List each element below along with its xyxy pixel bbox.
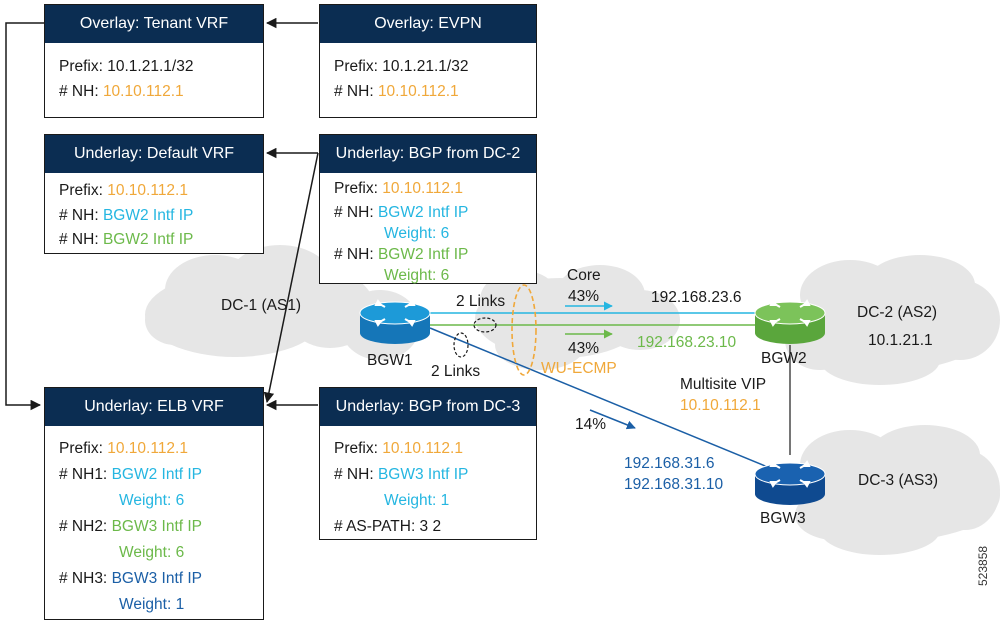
nh1-label: # NH: — [334, 203, 374, 221]
nh2-value: BGW2 Intf IP — [102, 231, 194, 248]
nh-label: # NH: — [59, 82, 99, 100]
box-elb-vrf: Underlay: ELB VRF Prefix: 10.10.112.1 # … — [44, 387, 264, 620]
ip-192-168-23-6: 192.168.23.6 — [651, 289, 742, 306]
multisite-vip-label: Multisite VIP — [680, 376, 767, 393]
nh-weight: Weight: 1 — [384, 492, 450, 509]
links-group-top — [473, 317, 497, 333]
nh1-weight: Weight: 6 — [384, 224, 450, 242]
box-bgp-dc2: Underlay: BGP from DC-2 Prefix: 10.10.11… — [319, 134, 537, 284]
links-group-bottom — [453, 332, 469, 358]
pct-top-label: 43% — [568, 288, 600, 305]
box-evpn: Overlay: EVPN Prefix: 10.1.21.1/32 # NH:… — [319, 4, 537, 118]
dc3-label: DC-3 (AS3) — [858, 472, 939, 489]
bgw3-label: BGW3 — [760, 510, 806, 527]
dc2-prefix: 10.1.21.1 — [868, 332, 933, 349]
box-title: Overlay: Tenant VRF — [45, 5, 263, 43]
prefix-label: Prefix: — [59, 440, 103, 457]
router-bgw2-icon — [754, 299, 826, 344]
box-title: Overlay: EVPN — [320, 5, 536, 43]
nh-label: # NH: — [334, 82, 374, 100]
ip-192-168-23-10: 192.168.23.10 — [637, 334, 737, 351]
aspath: # AS-PATH: 3 2 — [334, 518, 442, 535]
nh3-weight: Weight: 1 — [119, 596, 185, 613]
wu-ecmp-label: WU-ECMP — [541, 360, 617, 377]
prefix-value: 10.10.112.1 — [107, 440, 188, 457]
prefix-value: 10.1.21.1/32 — [107, 58, 194, 75]
cloud-dc1 — [145, 245, 420, 360]
wu-ecmp-group — [511, 284, 537, 376]
box-title: Underlay: Default VRF — [45, 135, 263, 173]
nh1-value: BGW2 Intf IP — [111, 466, 203, 483]
nh2-value: BGW2 Intf IP — [377, 245, 469, 263]
cloud-dc3 — [795, 425, 1000, 555]
nh-value: BGW3 Intf IP — [377, 466, 469, 483]
box-title: Underlay: BGP from DC-3 — [320, 388, 536, 426]
prefix-value: 10.10.112.1 — [382, 440, 463, 457]
pct-mid-label: 43% — [568, 340, 600, 357]
nh2-weight: Weight: 6 — [384, 266, 450, 284]
core-label: Core — [567, 267, 601, 284]
ip-192-168-31-6: 192.168.31.6 — [624, 455, 715, 472]
nh2-label: # NH2: — [59, 518, 108, 535]
dc2-label: DC-2 (AS2) — [857, 304, 938, 321]
nh1-weight: Weight: 6 — [119, 492, 185, 509]
prefix-label: Prefix: — [59, 182, 103, 199]
prefix-label: Prefix: — [334, 180, 378, 197]
box-title: Underlay: BGP from DC-2 — [320, 135, 536, 173]
dc1-label: DC-1 (AS1) — [221, 297, 302, 314]
prefix-value: 10.1.21.1/32 — [382, 58, 469, 75]
router-bgw1-icon — [359, 299, 431, 344]
nh-label: # NH: — [334, 466, 374, 483]
bgw2-label: BGW2 — [761, 350, 807, 367]
prefix-label: Prefix: — [334, 440, 378, 457]
nh1-label: # NH1: — [59, 466, 108, 483]
links-bottom-label: 2 Links — [431, 363, 481, 380]
prefix-value: 10.10.112.1 — [382, 180, 463, 197]
ip-192-168-31-10: 192.168.31.10 — [624, 476, 724, 493]
link-bgw1-bgw3 — [429, 327, 771, 469]
nh1-value: BGW2 Intf IP — [102, 206, 194, 224]
nh-value: 10.10.112.1 — [102, 82, 184, 100]
figure-id: 523858 — [976, 545, 990, 586]
nh3-value: BGW3 Intf IP — [111, 570, 203, 587]
box-tenant-vrf: Overlay: Tenant VRF Prefix: 10.1.21.1/32… — [44, 4, 264, 118]
nh2-label: # NH: — [59, 231, 99, 248]
cloud-dc2 — [785, 255, 1000, 385]
nh2-label: # NH: — [334, 245, 374, 263]
router-bgw3-icon — [754, 460, 826, 505]
box-title: Underlay: ELB VRF — [45, 388, 263, 426]
pct-low-label: 14% — [575, 416, 607, 433]
nh2-weight: Weight: 6 — [119, 544, 185, 561]
prefix-value: 10.10.112.1 — [107, 182, 188, 199]
bgw1-label: BGW1 — [367, 352, 413, 369]
prefix-label: Prefix: — [334, 58, 378, 75]
nh-value: 10.10.112.1 — [377, 82, 459, 100]
nh1-value: BGW2 Intf IP — [377, 203, 469, 221]
multisite-vip-value: 10.10.112.1 — [680, 397, 761, 414]
box-default-vrf: Underlay: Default VRF Prefix: 10.10.112.… — [44, 134, 264, 254]
box-bgp-dc3: Underlay: BGP from DC-3 Prefix: 10.10.11… — [319, 387, 537, 540]
cloud-core — [475, 265, 680, 370]
arrow-tenant-to-elb — [5, 22, 44, 411]
arrow-dc2-to-elb — [263, 152, 319, 404]
nh3-label: # NH3: — [59, 570, 108, 587]
nh2-value: BGW3 Intf IP — [111, 518, 203, 535]
links-top-label: 2 Links — [456, 293, 506, 310]
nh1-label: # NH: — [59, 206, 99, 224]
traffic-arrow-blue — [589, 409, 636, 430]
prefix-label: Prefix: — [59, 58, 103, 75]
